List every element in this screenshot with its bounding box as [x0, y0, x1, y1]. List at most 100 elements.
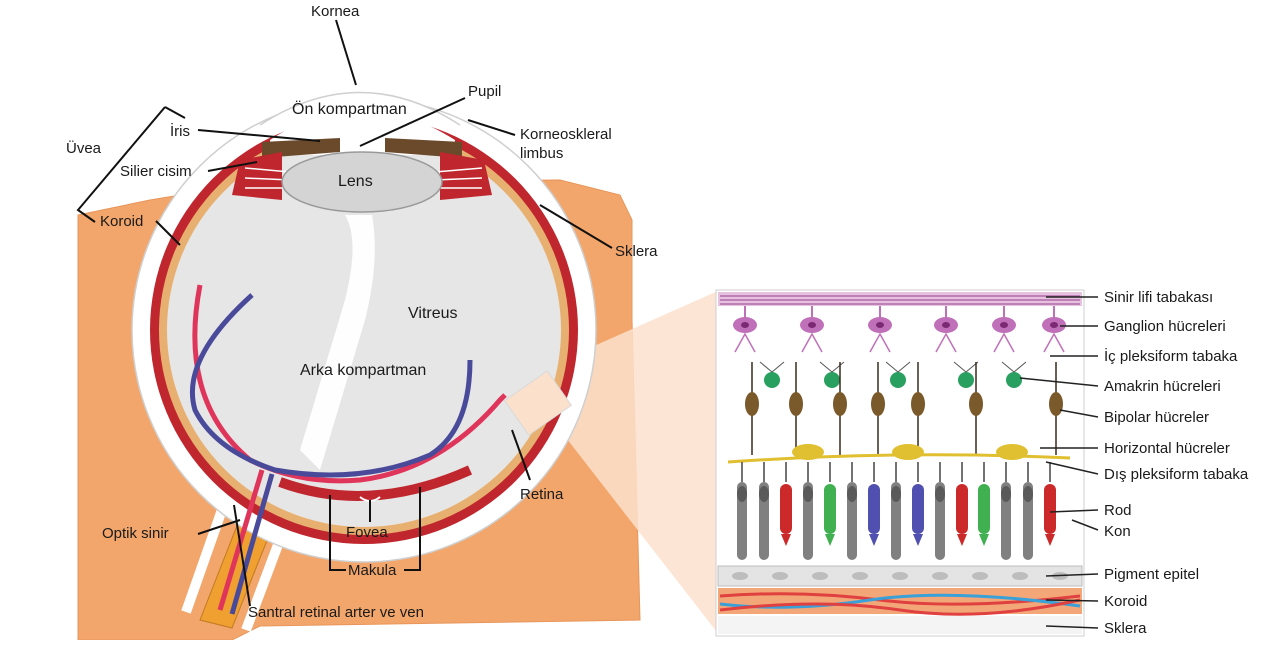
- label-ganglion-cells: Ganglion hücreleri: [1104, 318, 1226, 335]
- cone-cell: [1044, 484, 1056, 534]
- ganglion-dendrite: [869, 332, 891, 353]
- leader-lines: [76, 19, 613, 607]
- label-inner-plexiform: İç pleksiform tabaka: [1104, 348, 1238, 365]
- ganglion-nucleus: [808, 322, 816, 328]
- posterior-choroid: [278, 465, 473, 501]
- amacrine-process: [1001, 361, 1027, 373]
- retina-sample-box: [503, 370, 573, 436]
- retinal-vein: [189, 293, 473, 478]
- label-pupil: Pupil: [468, 83, 502, 100]
- label-sclera: Sklera: [615, 243, 658, 260]
- amacrine-process: [885, 361, 911, 373]
- ganglion-nucleus: [741, 322, 749, 328]
- label-choroid: Koroid: [100, 213, 144, 230]
- amacrine-cell: [764, 372, 780, 388]
- label-bipolar-cells: Bipolar hücreler: [1104, 409, 1210, 426]
- bipolar-cell: [911, 392, 925, 416]
- label-lens: Lens: [338, 173, 373, 190]
- label-fovea: Fovea: [346, 524, 388, 541]
- horizontal-cells: [792, 444, 1028, 460]
- nerve-fibers: [720, 295, 1080, 305]
- rod-nucleus: [935, 486, 945, 502]
- central-vein: [229, 473, 275, 615]
- amacrine-process: [953, 361, 979, 373]
- label-pigment-epithelium: Pigment epitel: [1104, 566, 1200, 583]
- ganglion-dendrite: [993, 332, 1015, 353]
- rod-cell: [847, 482, 857, 560]
- ganglion-dendrite: [935, 332, 957, 353]
- label-cornea: Kornea: [311, 3, 360, 20]
- cone-tip: [913, 534, 923, 546]
- label-choroid-layer: Koroid: [1104, 593, 1148, 610]
- horizontal-cell: [892, 444, 924, 460]
- ganglion-dendrite: [801, 332, 823, 353]
- label-uvea: Üvea: [66, 140, 102, 157]
- label-outer-plexiform: Dış pleksiform tabaka: [1104, 466, 1249, 483]
- cone-tip: [781, 534, 791, 546]
- choroid-vessels: [719, 592, 1081, 616]
- cone-cell: [868, 484, 880, 534]
- rod-nucleus: [737, 486, 747, 502]
- bipolar-cell: [789, 392, 803, 416]
- amacrine-cell: [824, 372, 840, 388]
- bipolar-cells: [745, 362, 1063, 455]
- label-rod: Rod: [1104, 502, 1132, 519]
- cone-tip: [1045, 534, 1055, 546]
- rod-nucleus: [1023, 486, 1033, 502]
- ganglion-nucleus: [942, 322, 950, 328]
- rod-cell: [1023, 482, 1033, 560]
- horizontal-cell: [792, 444, 824, 460]
- amacrine-cell: [958, 372, 974, 388]
- lens: [281, 151, 443, 213]
- rod-cell: [803, 482, 813, 560]
- label-anterior-chamber: Ön kompartman: [292, 101, 407, 118]
- bipolar-cell: [745, 392, 759, 416]
- rod-cell: [1001, 482, 1011, 560]
- sclera-layer: [718, 616, 1082, 634]
- label-retina: Retina: [520, 486, 564, 503]
- label-corneoscleral-2: limbus: [520, 145, 564, 162]
- label-optic-nerve: Optik sinir: [102, 525, 169, 542]
- rod-cell: [891, 482, 901, 560]
- vitreous-canal: [300, 215, 375, 470]
- rod-cell: [759, 482, 769, 560]
- label-iris: İris: [170, 123, 190, 140]
- rod-nucleus: [803, 486, 813, 502]
- bipolar-cell: [969, 392, 983, 416]
- amacrine-cell: [1006, 372, 1022, 388]
- label-horizontal-cells: Horizontal hücreler: [1104, 440, 1230, 457]
- cone-cell: [912, 484, 924, 534]
- label-ciliary-body: Silier cisim: [120, 163, 192, 180]
- label-nerve-fiber-layer: Sinir lifi tabakası: [1104, 289, 1214, 306]
- vitreous: [167, 133, 561, 527]
- rod-nucleus: [1001, 486, 1011, 502]
- ganglion-dendrite: [1043, 332, 1065, 353]
- label-cone: Kon: [1104, 523, 1131, 540]
- label-macula: Makula: [348, 562, 397, 579]
- rod-cell: [935, 482, 945, 560]
- ganglion-cells: [733, 306, 1066, 353]
- ganglion-nucleus: [1000, 322, 1008, 328]
- ganglion-nucleus: [876, 322, 884, 328]
- ganglion-nucleus: [1050, 322, 1058, 328]
- bipolar-cell: [871, 392, 885, 416]
- retinal-artery: [192, 284, 507, 484]
- label-sclera-layer: Sklera: [1104, 620, 1147, 637]
- label-corneoscleral-1: Korneoskleral: [520, 126, 612, 143]
- label-vitreous: Vitreus: [408, 305, 458, 322]
- central-vessels: [217, 469, 265, 611]
- ganglion-dendrite: [734, 332, 756, 353]
- bipolar-cell: [1049, 392, 1063, 416]
- bipolar-cell: [833, 392, 847, 416]
- rod-cell: [737, 482, 747, 560]
- rod-nucleus: [891, 486, 901, 502]
- cone-tip: [957, 534, 967, 546]
- cone-tip: [869, 534, 879, 546]
- horizontal-cell: [996, 444, 1028, 460]
- amacrine-cells: [759, 361, 1027, 388]
- photoreceptors: [737, 462, 1056, 560]
- cone-cell: [824, 484, 836, 534]
- cone-tip: [979, 534, 989, 546]
